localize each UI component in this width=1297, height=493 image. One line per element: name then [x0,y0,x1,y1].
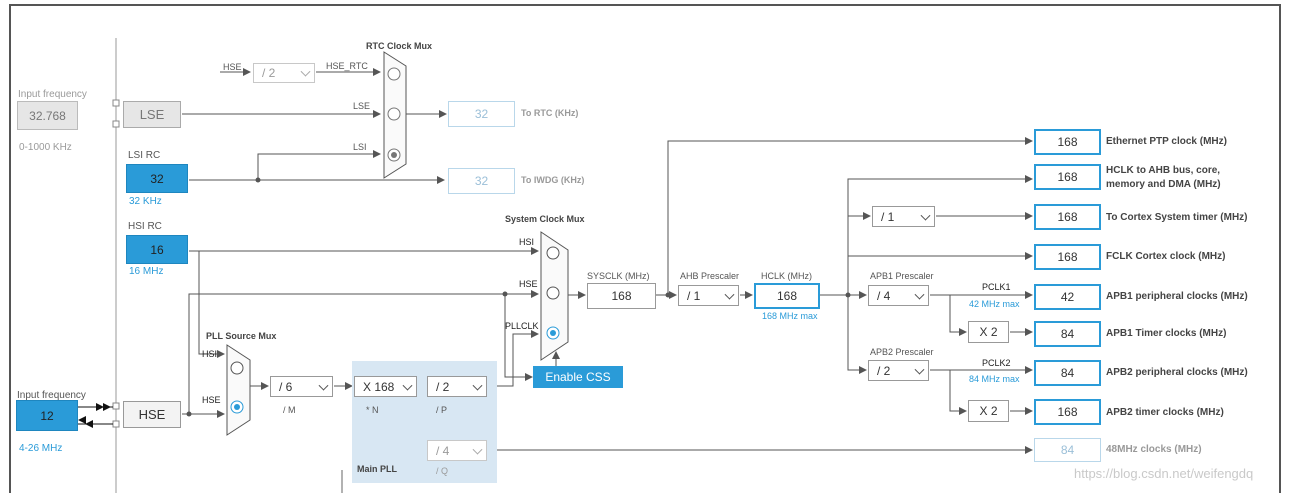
hse-input-title: Input frequency [17,390,86,401]
pll-q-label: / Q [436,466,449,476]
hclk-label: HCLK (MHz) [761,271,812,281]
iwdg-output: 32 [448,168,515,194]
pll-m-divider[interactable]: / 6 [270,376,333,397]
rtc-output-label: To RTC (KHz) [521,108,579,118]
pll-p-label: / P [436,405,448,415]
lse-input-title: Input frequency [18,89,87,100]
rtc-lse-label: LSE [353,101,371,111]
pll-source-mux [226,344,251,436]
hse-rtc-label: HSE_RTC [326,61,368,71]
sys-hsi-label: HSI [519,237,535,247]
lse-input-frequency[interactable]: 32.768 [17,101,78,130]
rtc-lsi-label: LSI [353,142,367,152]
apb1-timer-label: APB1 Timer clocks (MHz) [1106,328,1227,339]
iwdg-output-label: To IWDG (KHz) [521,175,585,185]
pll-src-hse-label: HSE [202,395,221,405]
lsi-title: LSI RC [128,150,161,161]
lse-block: LSE [123,101,181,128]
usb-48mhz-output: 84 [1034,438,1101,462]
ethernet-ptp-label: Ethernet PTP clock (MHz) [1106,136,1227,147]
hclk-ahb-label-2: memory and DMA (MHz) [1106,179,1221,190]
hclk-ahb-output[interactable]: 168 [1034,164,1101,190]
enable-css-button[interactable]: Enable CSS [533,366,623,388]
sysclk-label: SYSCLK (MHz) [587,271,650,281]
cortex-timer-label: To Cortex System timer (MHz) [1106,212,1248,223]
rtc-hse-label: HSE [223,62,242,72]
rtc-mux-title: RTC Clock Mux [366,41,433,51]
hclk-ahb-label: HCLK to AHB bus, core, [1106,165,1221,176]
pll-source-mux-title: PLL Source Mux [206,331,277,341]
apb2-timer-output[interactable]: 168 [1034,399,1101,425]
pclk1-max: 42 MHz max [969,299,1020,309]
watermark: https://blog.csdn.net/weifengdq [1074,466,1254,481]
apb2-peripheral-label: APB2 peripheral clocks (MHz) [1106,367,1248,378]
hclk-value[interactable]: 168 [754,283,820,309]
apb1-timer-output[interactable]: 84 [1034,321,1101,347]
hse-rtc-divider[interactable]: / 2 [253,63,315,83]
hsi-unit: 16 MHz [129,266,164,277]
apb1-prescaler-label: APB1 Prescaler [870,271,934,281]
pll-q-divider[interactable]: / 4 [427,440,487,461]
pll-n-multiplier[interactable]: X 168 [354,376,417,397]
ahb-prescaler[interactable]: / 1 [678,285,739,306]
sys-hse-label: HSE [519,279,538,289]
fclk-label: FCLK Cortex clock (MHz) [1106,251,1226,262]
lsi-unit: 32 KHz [129,196,162,207]
pll-m-label: / M [283,405,296,415]
apb1-peripheral-output[interactable]: 42 [1034,284,1101,310]
hse-block: HSE [123,401,181,428]
apb1-peripheral-label: APB1 peripheral clocks (MHz) [1106,291,1248,302]
hse-input-range: 4-26 MHz [19,443,63,454]
apb2-prescaler-label: APB2 Prescaler [870,347,934,357]
hsi-value: 16 [126,235,188,264]
fclk-output[interactable]: 168 [1034,244,1101,270]
ethernet-ptp-output[interactable]: 168 [1034,129,1101,155]
lsi-value: 32 [126,164,188,193]
cortex-timer-divider[interactable]: / 1 [872,206,935,227]
apb2-prescaler[interactable]: / 2 [868,360,929,381]
apb2-timer-multiplier: X 2 [968,400,1009,422]
pll-n-label: * N [366,405,379,415]
system-clock-mux-title: System Clock Mux [505,214,585,224]
lse-input-range: 0-1000 KHz [19,142,72,153]
apb1-timer-multiplier: X 2 [968,321,1009,343]
apb1-prescaler[interactable]: / 4 [868,285,929,306]
main-pll-title: Main PLL [357,464,397,474]
rtc-output: 32 [448,101,515,127]
usb-48mhz-label: 48MHz clocks (MHz) [1106,444,1202,455]
apb2-peripheral-output[interactable]: 84 [1034,360,1101,386]
pclk1-label: PCLK1 [982,282,1011,292]
pclk2-max: 84 MHz max [969,374,1020,384]
hsi-title: HSI RC [128,221,162,232]
hse-input-frequency[interactable]: 12 [16,400,78,431]
apb2-timer-label: APB2 timer clocks (MHz) [1106,407,1224,418]
pclk2-label: PCLK2 [982,358,1011,368]
hclk-max: 168 MHz max [762,311,818,321]
sys-pll-label: PLLCLK [505,321,539,331]
sysclk-value: 168 [587,283,656,309]
pll-p-divider[interactable]: / 2 [427,376,487,397]
cortex-timer-output[interactable]: 168 [1034,204,1101,230]
pll-src-hsi-label: HSI [202,349,218,359]
ahb-prescaler-label: AHB Prescaler [680,271,740,281]
